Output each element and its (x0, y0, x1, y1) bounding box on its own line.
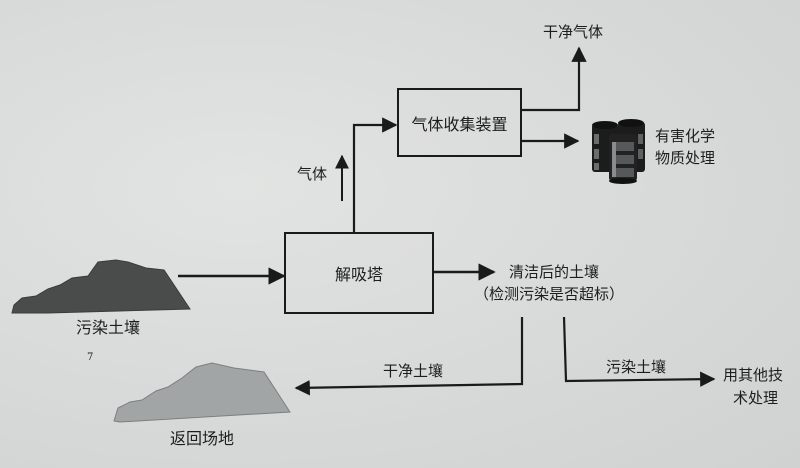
gas-edge-label: 气体 (297, 165, 328, 183)
hazardous-treatment-label-line2: 物质处理 (655, 149, 716, 167)
hazardous-treatment-label-line1: 有害化学 (655, 127, 716, 145)
desorption-tower-box: 解吸塔 (284, 232, 434, 314)
arrow-polluted-soil-to-other-tech (562, 316, 716, 387)
return-soil-pile-icon (113, 362, 291, 423)
stray-mark: 7 (87, 352, 94, 363)
arrow-clean-soil-to-site (294, 317, 524, 396)
gas-collector-box: 气体收集装置 (397, 88, 522, 157)
return-site-label: 返回场地 (170, 429, 235, 448)
arrow-to-clean-gas (521, 46, 587, 112)
clean-gas-label: 干净气体 (543, 23, 604, 41)
contaminated-soil-pile-icon (11, 259, 191, 314)
gas-collector-label: 气体收集装置 (411, 114, 508, 134)
chemical-barrels-icon (592, 119, 645, 184)
other-tech-label-line2: 术处理 (733, 389, 779, 407)
polluted-soil-edge-label: 污染土壤 (606, 358, 667, 376)
clean-soil-edge-label: 干净土壤 (383, 362, 444, 380)
cleaned-soil-label: 清洁后的土壤 (509, 263, 600, 281)
desorption-tower-label: 解吸塔 (334, 265, 383, 284)
cleaned-soil-note: （检测污染是否超标） (474, 285, 625, 303)
other-tech-label-line1: 用其他技 (723, 366, 784, 384)
arrow-tower-to-gas-collector (352, 117, 398, 233)
contaminated-soil-label: 污染土壤 (76, 318, 141, 337)
